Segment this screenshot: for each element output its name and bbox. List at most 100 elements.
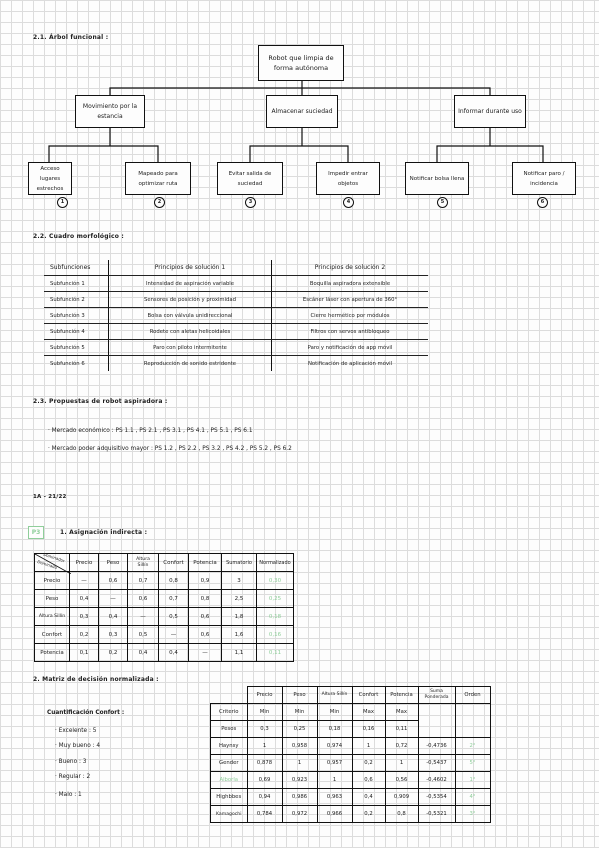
tree-leaf-1: Acceso lugares estrechos — [28, 162, 72, 195]
course-tag: 1A - 21/22 — [33, 494, 67, 500]
t1-cell: 0,1 — [69, 643, 99, 662]
t2-cell: 0,6 — [351, 771, 386, 789]
morph-header-ps1: Principios de solución 1 — [108, 260, 272, 276]
t2-pesos-row: Pesos 0,3 0,25 0,18 0,16 0,11 — [210, 720, 491, 738]
t2-empty — [454, 720, 491, 738]
t2-empty — [454, 703, 491, 721]
tree-node-informar: Informar durante uso — [454, 95, 526, 128]
t1-cell: 0,7 — [127, 571, 159, 590]
t2-row: Highbbes 0,94 0,986 0,963 0,4 0,909 -0,5… — [210, 788, 491, 806]
t2-header: Altura Sillín — [316, 686, 353, 704]
t2-cell: 0,974 — [316, 737, 353, 755]
t2-header: Peso — [281, 686, 318, 704]
t2-cell: 0,2 — [351, 754, 386, 772]
morph-row: Subfunción 5 Paro con piloto intermitent… — [44, 339, 428, 356]
t2-row: Kamagochi 0,784 0,972 0,966 0,2 0,8 -0,5… — [210, 805, 491, 823]
t1-normalized: 0,16 — [256, 625, 294, 644]
section-heading-proposals: 2.3. Propuestas de robot aspiradora : — [33, 398, 168, 405]
t1-row: Peso 0,4 — 0,6 0,7 0,8 2,5 0,25 — [34, 589, 294, 608]
morph-row: Subfunción 3 Bolsa con válvula unidirecc… — [44, 307, 428, 324]
morph-ps2: Cierre hermético por módulos — [271, 307, 428, 324]
t1-cell: 0,6 — [188, 625, 222, 644]
t2-cell: 0,69 — [246, 771, 283, 789]
t2-cell: 0,957 — [316, 754, 353, 772]
t2-cell: 0,94 — [246, 788, 283, 806]
morph-subfunction: Subfunción 3 — [44, 307, 109, 324]
t2-cell: 1 — [384, 754, 419, 772]
proposal-high-power: · Mercado poder adquisitivo mayor : PS 1… — [48, 446, 292, 452]
t2-empty — [417, 703, 456, 721]
t1-cell: 0,4 — [127, 643, 159, 662]
t2-cell: Max — [351, 703, 386, 721]
t2-row-label: Highbbes — [210, 788, 248, 806]
section-heading-decision-matrix: 2. Matriz de decisión normalizada : — [33, 676, 159, 683]
t2-row-label: Criterio — [210, 703, 248, 721]
t1-cell: — — [69, 571, 99, 590]
t2-cell: 0,986 — [281, 788, 318, 806]
morph-ps1: Intensidad de aspiración variable — [108, 275, 272, 292]
morph-subfunction: Subfunción 4 — [44, 323, 109, 340]
t2-weighted-sum: -0,5437 — [417, 754, 456, 772]
t2-cell: 0,16 — [351, 720, 386, 738]
t1-cell: 0,3 — [98, 625, 128, 644]
t1-sum: 3 — [221, 571, 257, 590]
morphological-table: Subfunciones Principios de solución 1 Pr… — [44, 260, 428, 371]
t1-header: Peso — [98, 553, 128, 572]
t2-cell: 0,3 — [246, 720, 283, 738]
t1-cell: 0,2 — [69, 625, 99, 644]
t1-header: Precio — [69, 553, 99, 572]
t2-cell: 0,972 — [281, 805, 318, 823]
t2-cell: 0,8 — [384, 805, 419, 823]
t1-cell: 0,3 — [69, 607, 99, 626]
t1-cell: 0,6 — [127, 589, 159, 608]
t2-cell: 0,72 — [384, 737, 419, 755]
t1-header: Altura Sillín — [127, 553, 159, 572]
proposal-economic: · Mercado económico : PS 1.1 , PS 2.1 , … — [48, 428, 253, 434]
t1-header: Normalizado — [256, 553, 294, 572]
decision-matrix-table: Precio Peso Altura Sillín Confort Potenc… — [210, 686, 491, 823]
t2-criterio-row: Criterio Min Min Min Max Max — [210, 703, 491, 721]
t2-cell: 1 — [351, 737, 386, 755]
quant-item: · Muy bueno : 4 — [55, 743, 101, 749]
t2-header: Potencia — [384, 686, 419, 704]
t2-weighted-sum: -0,5321 — [417, 805, 456, 823]
quant-item: · Excelente : 5 — [55, 728, 97, 734]
t2-empty — [417, 720, 456, 738]
t1-normalized: 0,25 — [256, 589, 294, 608]
t1-cell: 0,4 — [98, 607, 128, 626]
t1-header: Potencia — [188, 553, 222, 572]
t1-normalized: 0,18 — [256, 607, 294, 626]
t1-cell: 0,8 — [158, 571, 189, 590]
t2-order: 1° — [454, 771, 491, 789]
t1-cell: 0,4 — [69, 589, 99, 608]
t2-cell: 0,4 — [351, 788, 386, 806]
t1-cell: 0,6 — [188, 607, 222, 626]
t1-cell: — — [188, 643, 222, 662]
t1-row: Potencia 0,1 0,2 0,4 0,4 — 1,1 0,11 — [34, 643, 294, 662]
t2-header-row: Precio Peso Altura Sillín Confort Potenc… — [210, 686, 491, 704]
tree-leaf-2: Mapeado para optimizar ruta — [125, 162, 191, 195]
t2-order: 4° — [454, 788, 491, 806]
t1-cell: 0,9 — [188, 571, 222, 590]
t2-cell: 0,25 — [281, 720, 318, 738]
t2-cell: Max — [384, 703, 419, 721]
t2-cell: 0,11 — [384, 720, 419, 738]
t2-cell: Min — [316, 703, 353, 721]
t2-cell: 0,784 — [246, 805, 283, 823]
quant-item: · Bueno : 3 — [55, 759, 87, 765]
t2-order: 5° — [454, 754, 491, 772]
morph-header-row: Subfunciones Principios de solución 1 Pr… — [44, 260, 428, 276]
tree-leaf-6: Notificar paro / incidencia — [512, 162, 576, 195]
morph-ps2: Notificación de aplicación móvil — [307, 360, 393, 367]
section-heading-indirect-assignment: 1. Asignación indirecta : — [60, 529, 148, 536]
morph-ps2: Paro y notificación de app móvil — [271, 339, 428, 356]
t1-corner-diagonal — [35, 554, 71, 574]
morph-ps2: Filtros con servos antibloqueo — [271, 323, 428, 340]
t1-cell: 0,8 — [188, 589, 222, 608]
leaf-number-1: 1 — [57, 197, 68, 208]
morph-ps1: Paro con piloto intermitente — [108, 339, 272, 356]
t2-header: Precio — [246, 686, 283, 704]
t1-sum: 1,6 — [221, 625, 257, 644]
t1-row: Altura Sillín 0,3 0,4 — 0,5 0,6 1,8 0,18 — [34, 607, 294, 626]
morph-subfunction: Subfunción 2 — [44, 291, 109, 308]
